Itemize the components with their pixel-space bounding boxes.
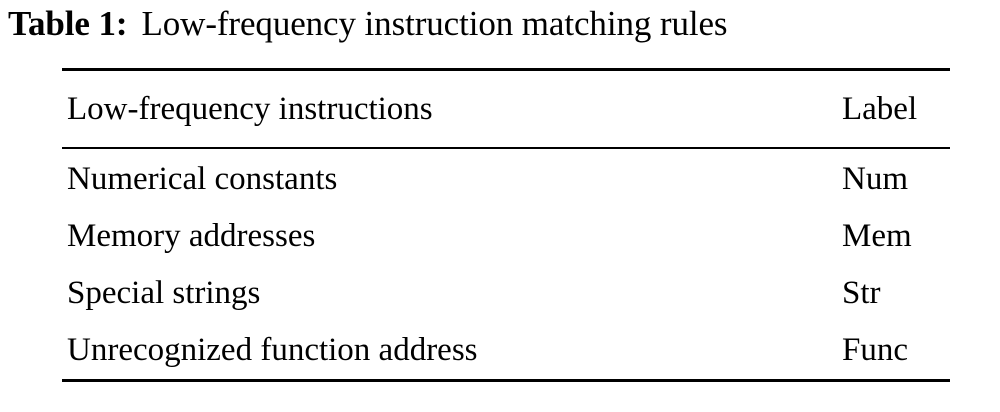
- table-row: Unrecognized function address Func: [62, 322, 950, 379]
- cell-instruction: Special strings: [67, 275, 261, 311]
- table-rule-middle: [62, 147, 950, 149]
- cell-instruction: Memory addresses: [67, 218, 316, 254]
- table-body: Low-frequency instructions Label Numeric…: [62, 68, 950, 404]
- table-caption: Table 1: Low-frequency instruction matchi…: [8, 0, 992, 48]
- caption-text: Low-frequency instruction matching rules: [141, 4, 728, 43]
- caption-label: Table 1:: [8, 4, 128, 43]
- column-header-instruction: Low-frequency instructions: [67, 90, 433, 127]
- cell-instruction: Numerical constants: [67, 161, 338, 197]
- cell-label: Str: [842, 275, 881, 311]
- column-header-label: Label: [842, 90, 918, 127]
- table-row-group: Numerical constants Num Memory addresses…: [62, 149, 950, 379]
- table-header-row: Low-frequency instructions Label: [62, 71, 950, 147]
- table-row: Memory addresses Mem: [62, 208, 950, 265]
- cell-instruction: Unrecognized function address: [67, 332, 478, 368]
- cell-label: Mem: [842, 218, 912, 254]
- table-row: Special strings Str: [62, 265, 950, 322]
- cell-label: Func: [842, 332, 908, 368]
- table-rule-bottom: [62, 379, 950, 382]
- table-rule-top: [62, 68, 950, 71]
- cell-label: Num: [842, 161, 908, 197]
- table-row: Numerical constants Num: [62, 151, 950, 208]
